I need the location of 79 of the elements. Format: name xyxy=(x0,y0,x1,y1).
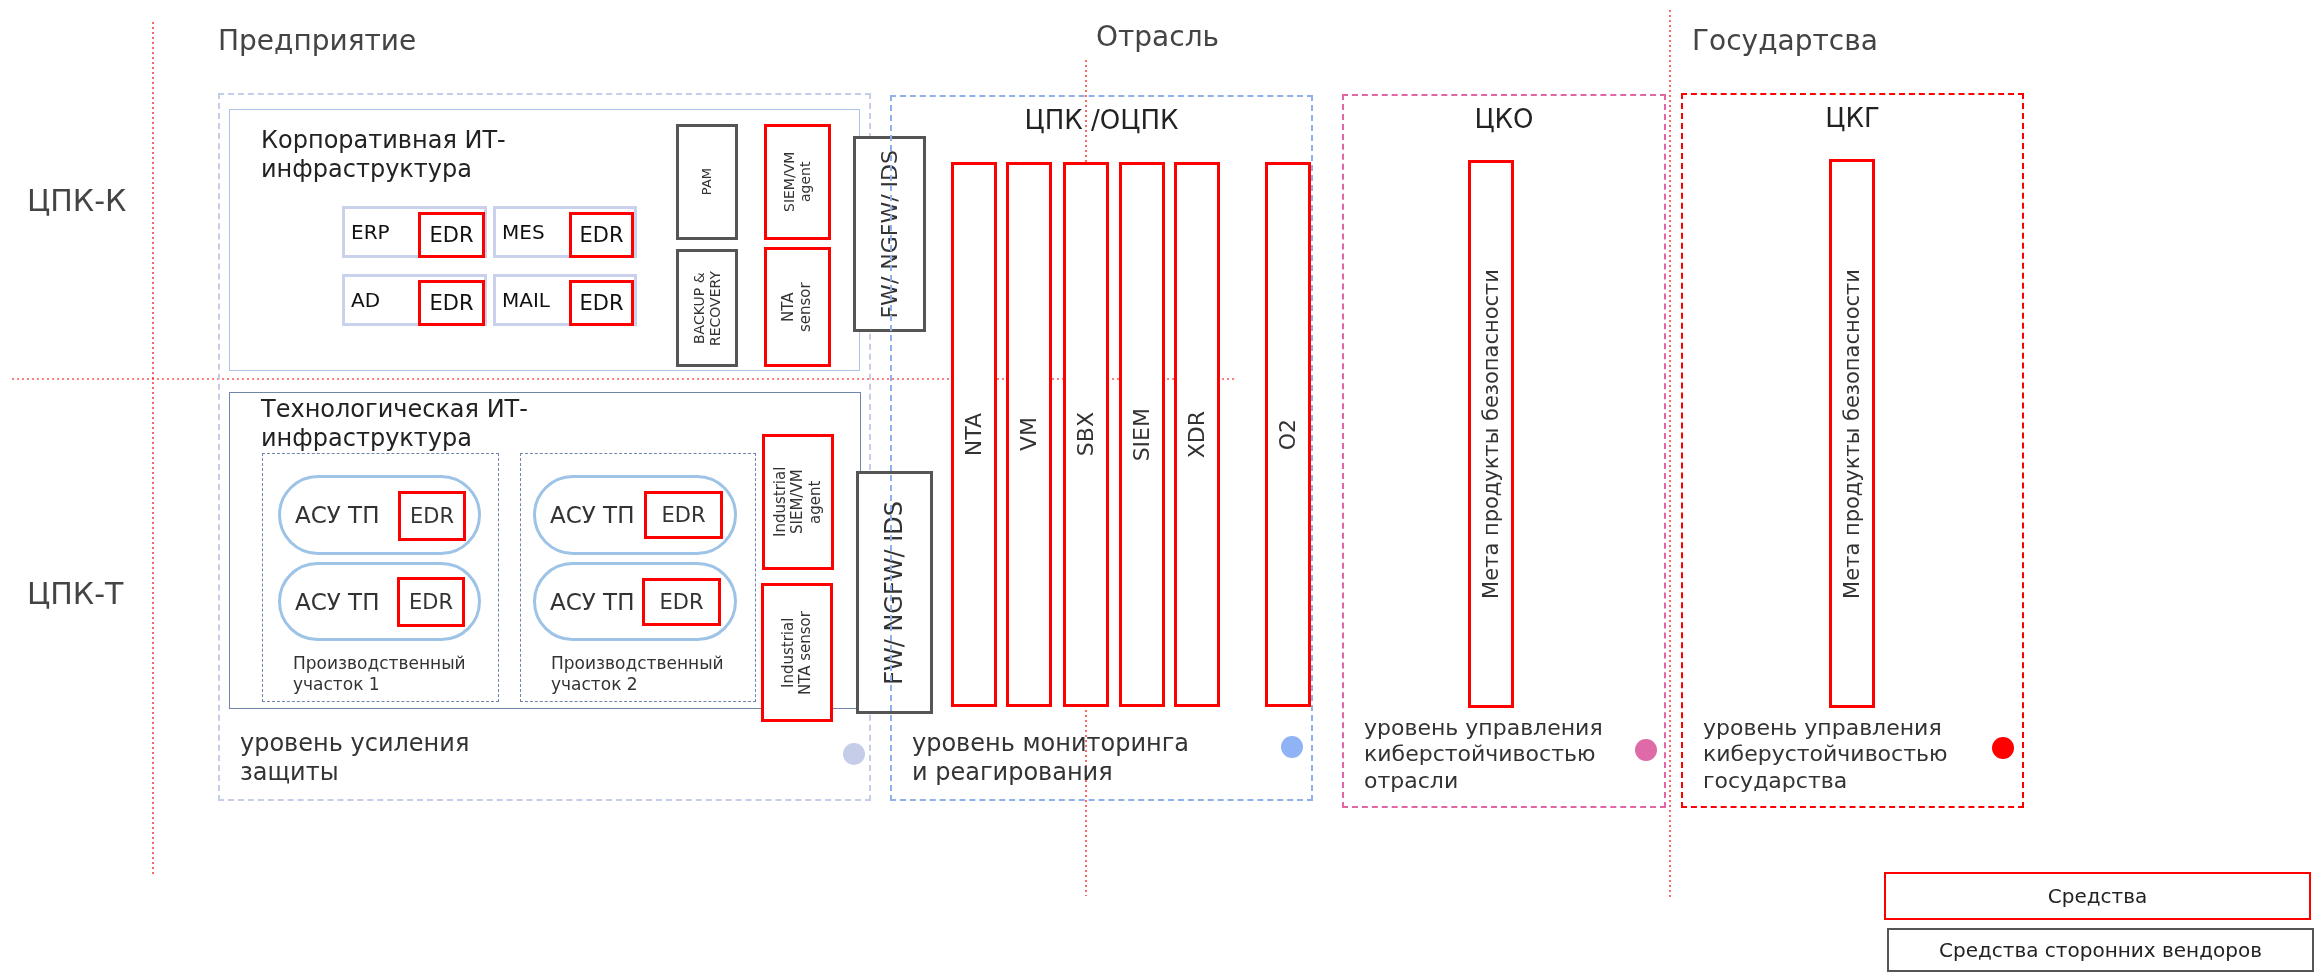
system-name: АСУ ТП xyxy=(295,502,380,528)
system-name: MAIL xyxy=(502,288,550,312)
product-name: NTA sensor xyxy=(780,281,815,334)
zone-caption: уровень управления киберустойчивостью государства xyxy=(1703,714,1949,794)
product-box xyxy=(853,136,926,332)
product-box: EDR xyxy=(569,212,634,258)
product-box xyxy=(676,124,738,240)
infrastructure-panel xyxy=(229,109,860,371)
section-heading: Предприятие xyxy=(218,24,417,57)
zone-title: ЦКГ xyxy=(1825,103,1880,133)
system-pill xyxy=(278,475,481,555)
product-box xyxy=(764,247,831,367)
product-bar xyxy=(1174,162,1220,707)
system-box xyxy=(493,206,637,258)
system-pill xyxy=(278,562,481,641)
product-box xyxy=(676,249,738,367)
level-zone xyxy=(1342,94,1666,808)
product-box: EDR xyxy=(644,491,723,539)
product-box xyxy=(764,124,831,240)
product-box: EDR xyxy=(418,280,485,326)
product-bar xyxy=(1265,162,1311,707)
product-bar xyxy=(951,162,997,707)
system-name: MES xyxy=(502,220,545,244)
product-box: EDR xyxy=(569,280,634,326)
system-name: AD xyxy=(351,288,381,312)
product-name: SIEM/VM agent xyxy=(781,150,814,215)
site-area xyxy=(262,453,499,702)
product-box xyxy=(762,434,834,570)
section-heading: Отрасль xyxy=(1096,20,1220,53)
product-box xyxy=(856,471,933,714)
system-name: АСУ ТП xyxy=(295,588,380,615)
legend-item: Средства сторонних вендоров xyxy=(1887,928,2314,972)
zone-title: ЦПК /ОЦПК xyxy=(1024,105,1179,135)
product-box: EDR xyxy=(418,212,485,258)
product-box: EDR xyxy=(398,491,466,541)
system-box xyxy=(493,274,637,326)
zone-caption: уровень мониторинга и реагирования xyxy=(912,729,1191,787)
product-bar xyxy=(1006,162,1052,707)
legend-item: Средства xyxy=(1884,872,2311,920)
system-name: АСУ ТП xyxy=(550,502,635,528)
zone-caption: уровень управления киберстойчивостью отрасли xyxy=(1364,714,1604,794)
product-box xyxy=(761,583,833,722)
system-pill xyxy=(533,562,737,641)
product-name: NTA xyxy=(961,412,987,457)
product-name: Industrial NTA sensor xyxy=(779,609,815,697)
product-bar xyxy=(1119,162,1165,707)
product-bar xyxy=(1468,160,1514,708)
product-name: SBX xyxy=(1073,412,1099,457)
product-name: PAM xyxy=(699,168,715,196)
product-name: BACKUP & RECOVERY xyxy=(690,269,724,348)
section-heading: ЦПК-Т xyxy=(27,576,124,611)
level-zone xyxy=(218,93,871,801)
system-name: АСУ ТП xyxy=(550,588,635,615)
product-bar xyxy=(1829,159,1875,708)
area-caption: Производственный участок 1 xyxy=(293,652,467,695)
section-heading: ЦПК-К xyxy=(27,183,127,218)
zone-title: ЦКО xyxy=(1474,104,1534,134)
level-zone xyxy=(1681,93,2024,808)
product-box: EDR xyxy=(642,578,721,626)
zone-caption: уровень усиления защиты xyxy=(240,729,471,787)
product-box: EDR xyxy=(397,577,465,627)
product-name: Мета продукты безопасности xyxy=(1839,268,1865,599)
area-caption: Производственный участок 2 xyxy=(551,652,725,695)
infrastructure-panel xyxy=(229,392,861,709)
site-area xyxy=(520,453,756,702)
product-name: Мета продукты безопасности xyxy=(1478,269,1504,599)
section-heading: Государтсва xyxy=(1692,24,1878,57)
product-name: XDR xyxy=(1184,410,1210,459)
product-name: SIEM xyxy=(1129,407,1155,462)
system-name: ERP xyxy=(351,220,390,244)
panel-title: Корпоративная ИТ-инфраструктура xyxy=(261,126,507,184)
product-bar xyxy=(1063,162,1109,707)
product-name: Industrial SIEM/VM agent xyxy=(772,465,824,540)
product-name: VM xyxy=(1016,417,1042,452)
system-box xyxy=(342,274,487,326)
system-box xyxy=(342,206,487,258)
product-name: O2 xyxy=(1275,418,1301,451)
system-pill xyxy=(533,475,737,555)
panel-title: Технологическая ИТ-инфраструктура xyxy=(261,395,529,453)
